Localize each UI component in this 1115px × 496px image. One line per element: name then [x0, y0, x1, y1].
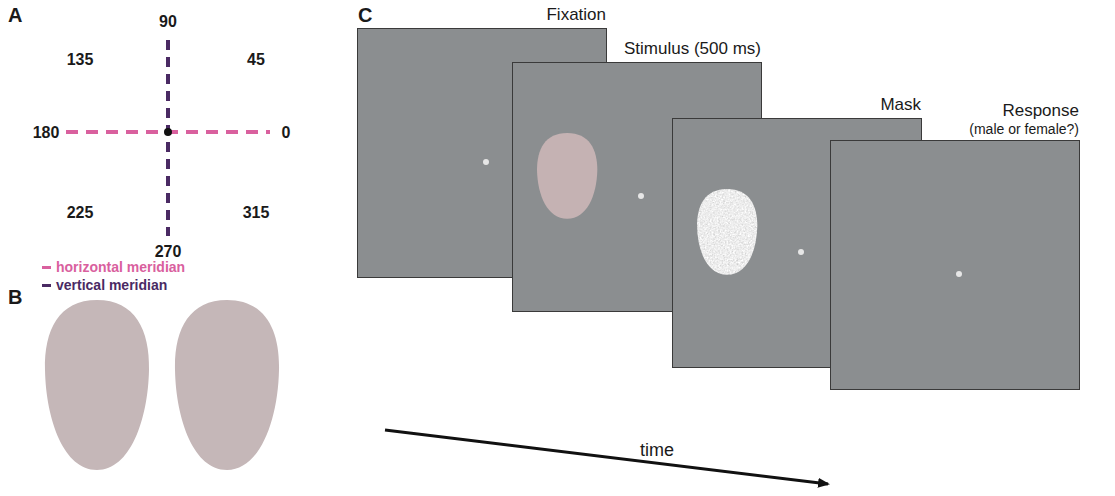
fixation-dot: [798, 249, 804, 255]
noise-mask: [697, 189, 757, 275]
angle-label: 315: [243, 204, 270, 222]
legend-row: horizontal meridian: [42, 258, 185, 276]
caption-title: Response: [969, 101, 1079, 121]
fixation-dot: [483, 159, 489, 165]
angle-label: 90: [159, 13, 177, 31]
panel-letter: A: [8, 4, 22, 27]
face-outline: [175, 300, 279, 470]
legend-swatch: [42, 266, 51, 269]
legend-text: vertical meridian: [56, 277, 167, 293]
fixation-point: [164, 128, 172, 136]
screen-caption: Mask: [880, 95, 921, 115]
panel-letter: B: [8, 286, 22, 309]
screen-caption: Response(male or female?): [969, 101, 1079, 137]
angle-label: 270: [155, 243, 182, 261]
legend-row: vertical meridian: [42, 276, 185, 294]
legend-swatch: [42, 284, 51, 287]
screen-frame: Response(male or female?): [830, 140, 1080, 390]
legend-text: horizontal meridian: [56, 259, 185, 275]
face-outline: [45, 300, 149, 470]
screen-caption: Fixation: [546, 5, 606, 25]
vertical-meridian: [166, 40, 170, 236]
caption-note: (male or female?): [969, 121, 1079, 137]
time-arrow: [385, 430, 828, 484]
panel-letter: C: [358, 4, 372, 27]
screen-content: [831, 141, 1081, 391]
legend: horizontal meridian vertical meridian: [42, 258, 185, 294]
caption-title: Stimulus (500 ms): [624, 39, 761, 59]
angle-label: 45: [247, 51, 265, 69]
angle-label: 135: [67, 51, 94, 69]
axis-label: time: [640, 440, 674, 461]
screen-caption: Stimulus (500 ms): [624, 39, 761, 59]
caption-title: Mask: [880, 95, 921, 115]
face-stimulus: [537, 133, 597, 219]
angle-label: 180: [33, 124, 60, 142]
angle-label: 0: [282, 124, 291, 142]
fixation-dot: [956, 271, 962, 277]
angle-label: 225: [67, 204, 94, 222]
caption-title: Fixation: [546, 5, 606, 25]
fixation-dot: [638, 193, 644, 199]
